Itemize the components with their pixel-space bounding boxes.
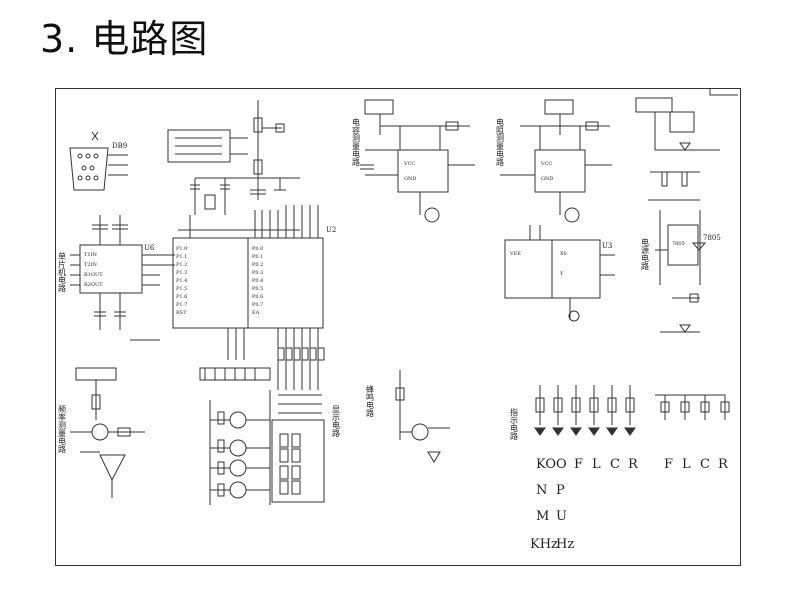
svg-text:7805: 7805 — [672, 241, 685, 247]
svg-text:P1.0: P1.0 — [176, 246, 187, 252]
mode-right-c: C — [610, 457, 620, 472]
mcu-chip — [172, 205, 324, 390]
unit-u: U — [556, 509, 567, 524]
svg-text:Y: Y — [559, 271, 564, 277]
svg-text:P1.7: P1.7 — [176, 302, 187, 308]
label-power: 电源电路 — [641, 237, 650, 270]
label-frequency: 频率测量电路 — [58, 404, 67, 453]
label-buzzer: 蜂鸣电路 — [366, 384, 375, 417]
unit-khz: KHz — [530, 537, 558, 552]
svg-text:T2IN: T2IN — [84, 262, 97, 268]
segment-resistors — [277, 347, 325, 414]
svg-text:GND: GND — [541, 176, 553, 182]
chip-mux-label: U3 — [602, 242, 612, 250]
svg-text:P1.3: P1.3 — [176, 270, 187, 276]
page-title: 3. 电路图 — [40, 17, 209, 61]
svg-text:P1.4: P1.4 — [176, 278, 187, 284]
svg-text:P0.4: P0.4 — [252, 278, 263, 284]
unit-p: P — [556, 483, 565, 498]
svg-text:P1.5: P1.5 — [176, 286, 187, 292]
label-indicator: 指示电路 — [510, 407, 519, 440]
mode-switches — [655, 394, 730, 420]
seven-segment-display — [271, 419, 325, 503]
mode-right-r: R — [628, 457, 639, 472]
svg-text:P1.6: P1.6 — [176, 294, 187, 300]
unit-ko: KO — [536, 457, 556, 472]
label-display: 显示电路 — [332, 405, 341, 437]
capacitance-circuit — [360, 99, 475, 223]
mode-top-r: R — [718, 457, 729, 472]
mode-right-l: L — [592, 457, 601, 472]
mode-top-f: F — [664, 457, 673, 472]
reset-circuit — [250, 100, 285, 200]
power-supply — [635, 97, 720, 333]
unit-hz: Hz — [556, 537, 574, 552]
svg-text:P0.3: P0.3 — [252, 270, 263, 276]
label-resistance: 电阻测量电路 — [496, 117, 505, 166]
db9-connector — [69, 131, 128, 191]
mux-chip — [504, 225, 615, 322]
resistance-circuit — [500, 99, 612, 223]
chip-mcu-label: U2 — [326, 226, 336, 234]
label-single-chip: 单片机电路 — [58, 251, 67, 292]
svg-text:VCC: VCC — [403, 161, 415, 167]
svg-text:VCC: VCC — [540, 161, 552, 167]
svg-text:T1IN: T1IN — [84, 252, 97, 258]
svg-text:P0.6: P0.6 — [252, 294, 263, 300]
buzzer-circuit — [395, 370, 450, 463]
svg-text:P0.5: P0.5 — [252, 286, 263, 292]
chip-regulator-label: 7805 — [703, 234, 721, 242]
svg-text:P1.2: P1.2 — [176, 262, 187, 268]
svg-text:P1.1: P1.1 — [176, 254, 187, 260]
svg-text:P0.2: P0.2 — [252, 262, 263, 268]
svg-text:X0: X0 — [560, 251, 567, 257]
digit-driver-transistors — [209, 390, 271, 505]
chip-max232-label: U6 — [144, 244, 155, 252]
svg-text:EA: EA — [252, 310, 260, 316]
unit-m: M — [536, 509, 549, 524]
resistor-network — [199, 367, 271, 381]
svg-text:P0.7: P0.7 — [252, 302, 263, 308]
crystal-oscillator — [190, 177, 300, 215]
svg-text:P0.1: P0.1 — [252, 254, 263, 260]
frequency-circuit — [70, 367, 145, 498]
mode-top-l: L — [682, 457, 691, 472]
unit-n: N — [536, 483, 547, 498]
svg-text:P0.0: P0.0 — [252, 246, 263, 252]
svg-text:R2OUT: R2OUT — [84, 282, 103, 288]
mode-top-c: C — [700, 457, 710, 472]
svg-text:R1OUT: R1OUT — [84, 272, 103, 278]
chip-db9-label: DB9 — [112, 142, 127, 150]
svg-text:RST: RST — [176, 310, 187, 316]
isp-header — [167, 129, 248, 163]
unit-o: O — [556, 457, 567, 472]
max232-chip — [70, 215, 175, 341]
svg-text:VEE: VEE — [509, 251, 521, 257]
indicator-leds — [534, 385, 636, 436]
svg-text:GND: GND — [404, 176, 416, 182]
label-capacitance: 电容测量电路 — [352, 117, 361, 166]
mode-right-f: F — [574, 457, 583, 472]
